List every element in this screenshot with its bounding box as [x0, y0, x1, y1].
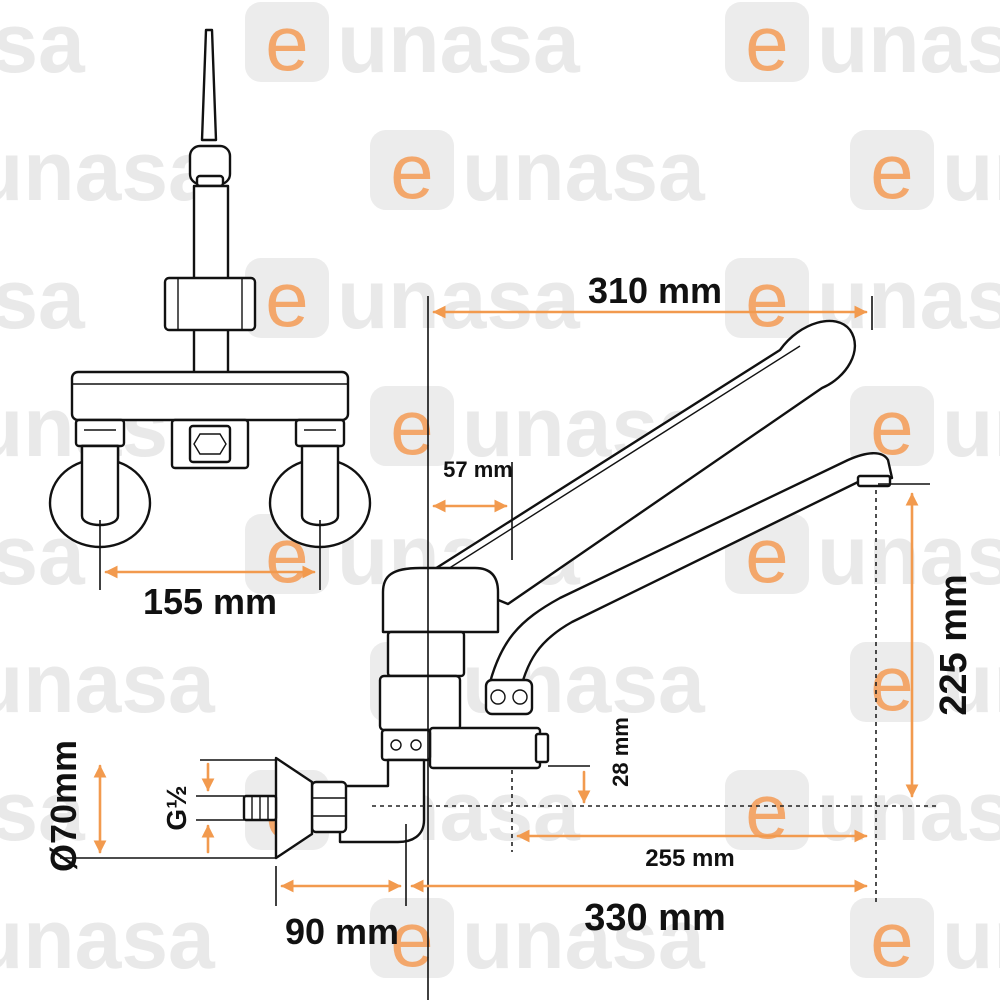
- watermark-e-letter: e: [870, 895, 913, 983]
- dim-label-70: Ø70mm: [43, 740, 84, 872]
- dim-label-330: 330 mm: [584, 897, 726, 939]
- dim-label-255: 255 mm: [645, 845, 734, 872]
- watermark-text: unasa: [942, 124, 1000, 218]
- watermark-text: unasa: [817, 764, 1000, 858]
- watermark-text: unasa: [337, 252, 581, 346]
- watermark-e-letter: e: [265, 0, 308, 87]
- front-view-drawing: [48, 28, 372, 590]
- dimension-arrows: [93, 305, 919, 893]
- dim-label-57: 57 mm: [443, 457, 513, 482]
- watermark-text: unasa: [0, 764, 86, 858]
- watermark-text: unasa: [462, 124, 706, 218]
- watermark-text: unasa: [817, 0, 1000, 90]
- dim-label-90: 90 mm: [285, 911, 399, 952]
- watermark-text: unasa: [0, 0, 86, 90]
- dim-label-28: 28 mm: [608, 717, 633, 787]
- dim-label-155: 155 mm: [143, 581, 277, 622]
- dimension-labels: 310 mm 57 mm 155 mm 225 mm 28 mm 255 mm …: [43, 270, 975, 952]
- watermark-e-letter: e: [870, 127, 913, 215]
- watermark-text: unasa: [0, 636, 216, 730]
- watermark-text: unasa: [942, 636, 1000, 730]
- watermark-text: unasa: [0, 252, 86, 346]
- dim-label-225: 225 mm: [933, 574, 975, 716]
- watermark-e-letter: e: [265, 255, 308, 343]
- watermark-text: unasa: [462, 892, 706, 986]
- side-view-drawing: [60, 296, 940, 1000]
- watermark-text: unasa: [337, 0, 581, 90]
- watermark-e-letter: e: [745, 767, 788, 855]
- watermark-e-letter: e: [745, 255, 788, 343]
- watermark-e-letter: e: [390, 895, 433, 983]
- watermark-e-letter: e: [390, 383, 433, 471]
- watermark-e-letter: e: [745, 0, 788, 87]
- watermark-text: unasa: [942, 892, 1000, 986]
- watermark-e-letter: e: [870, 639, 913, 727]
- dim-label-310: 310 mm: [588, 270, 722, 311]
- watermark-text: unasa: [0, 124, 216, 218]
- dim-label-thread: G½: [161, 785, 192, 830]
- watermark-text: unasa: [942, 380, 1000, 474]
- watermark-e-letter: e: [390, 127, 433, 215]
- watermark-text: unasa: [0, 892, 216, 986]
